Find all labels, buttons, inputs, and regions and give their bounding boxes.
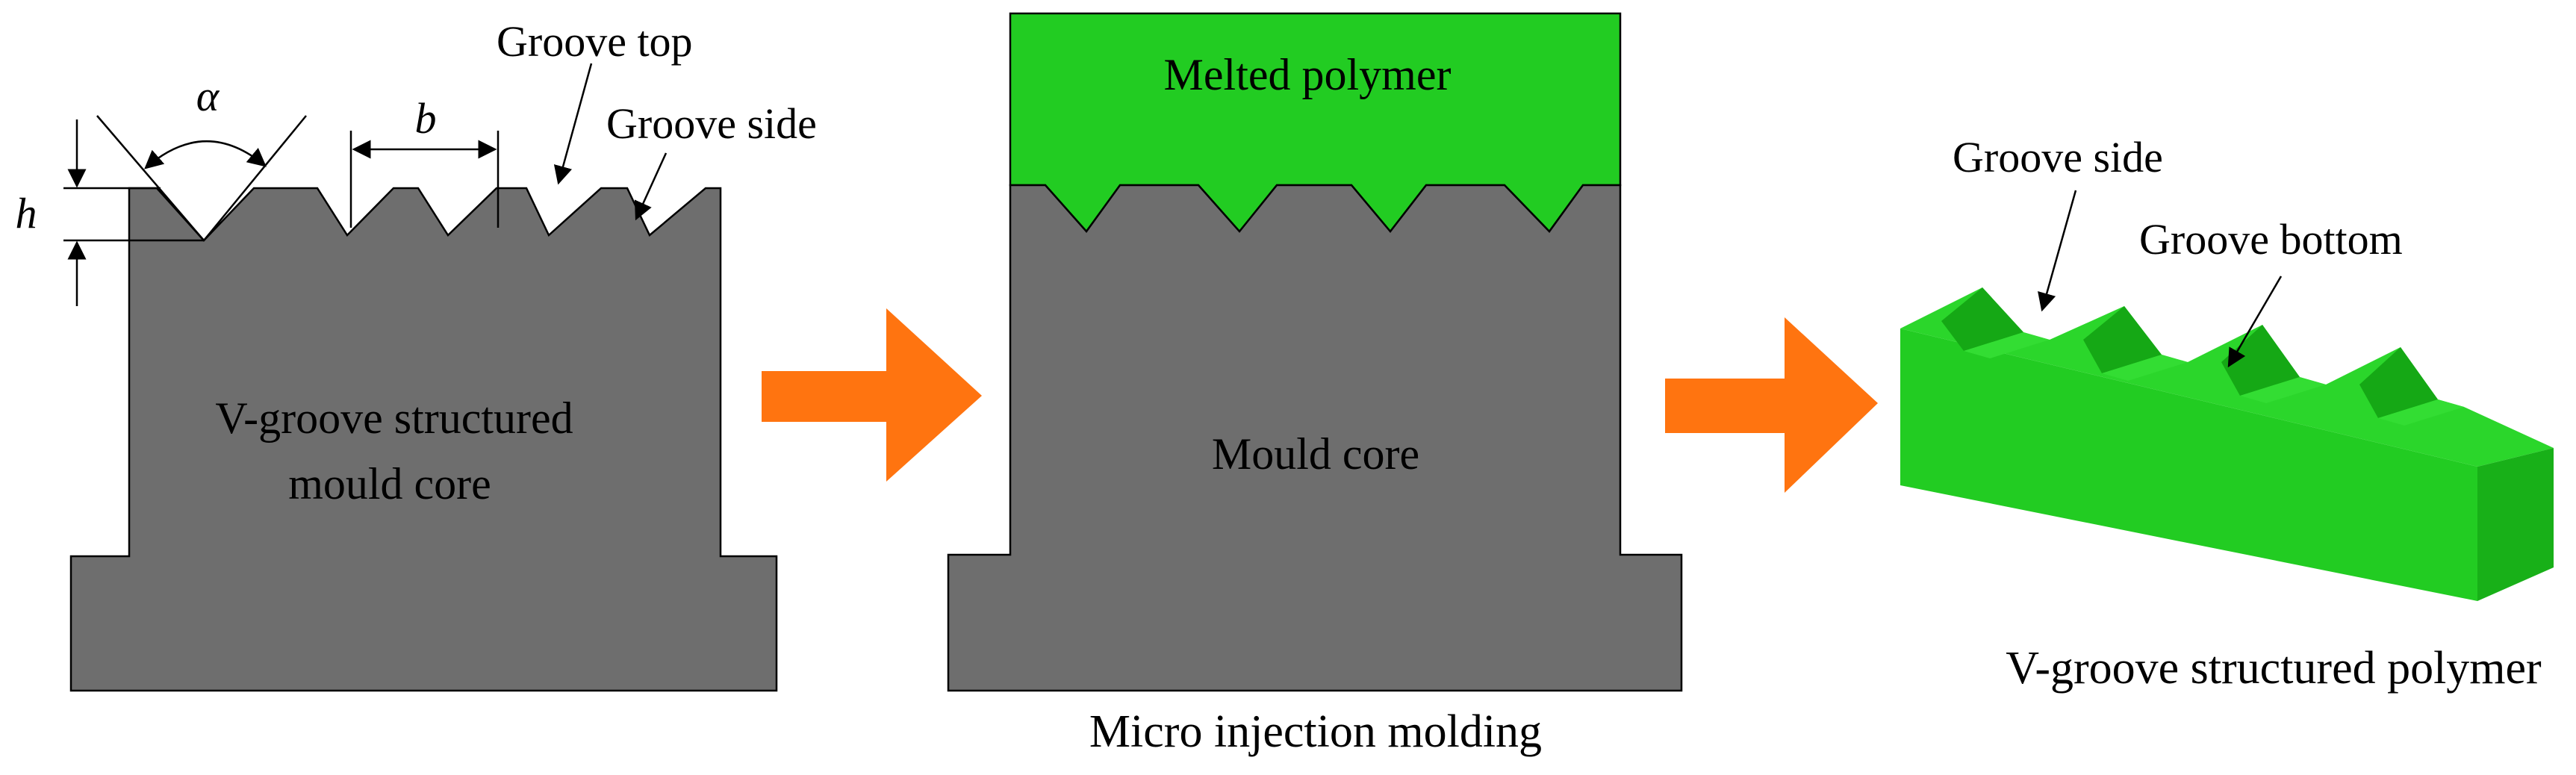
process-arrow-2 [1665, 317, 1878, 493]
angle-line-right [203, 115, 307, 241]
micro-injection-caption: Micro injection molding [1089, 706, 1542, 757]
polymer-groove-face-5 [1964, 332, 2050, 358]
mould-core-label-line2: mould core [288, 459, 491, 508]
polymer-groove-face-3 [2221, 325, 2300, 396]
polymer-groove-face-7 [2240, 377, 2326, 403]
groove-bottom-leader [2227, 276, 2283, 368]
melted-polymer-label: Melted polymer [1164, 50, 1452, 99]
left-panel: α b h Groove top Groove side V-groove st… [16, 17, 817, 692]
angle-line-left [96, 115, 205, 241]
groove-side-label: Groove side [606, 99, 817, 148]
h-label: h [16, 189, 37, 237]
polymer-groove-face-4 [2359, 347, 2438, 418]
mould-core-block [947, 184, 1683, 692]
polymer-front-face [1900, 329, 2477, 601]
alpha-angle-arc [144, 140, 267, 169]
right-panel: Groove side Groove bottom V-groove struc… [1900, 133, 2554, 694]
polymer-end-face [2477, 448, 2554, 601]
groove-side-label-right: Groove side [1953, 133, 2163, 181]
mould-core-label-line1: V-groove structured [215, 393, 573, 443]
polymer-groove-face-1 [1941, 287, 2023, 351]
groove-side-leader-right [2038, 190, 2077, 312]
mould-core-label: Mould core [1212, 429, 1419, 479]
polymer-top-surface [1900, 287, 2554, 467]
alpha-label: α [196, 72, 220, 120]
groove-top-label: Groove top [497, 17, 693, 66]
b-label: b [415, 94, 437, 143]
process-arrow-1 [762, 308, 982, 482]
v-groove-polymer-caption: V-groove structured polymer [2006, 643, 2542, 694]
groove-top-leader [553, 63, 593, 185]
groove-side-leader [634, 152, 668, 221]
polymer-groove-face-6 [2102, 355, 2188, 381]
polymer-groove-face-8 [2378, 399, 2464, 426]
polymer-groove-face-2 [2083, 306, 2162, 373]
groove-bottom-label: Groove bottom [2139, 215, 2403, 264]
middle-panel: Melted polymer Mould core Micro injectio… [947, 12, 1683, 757]
